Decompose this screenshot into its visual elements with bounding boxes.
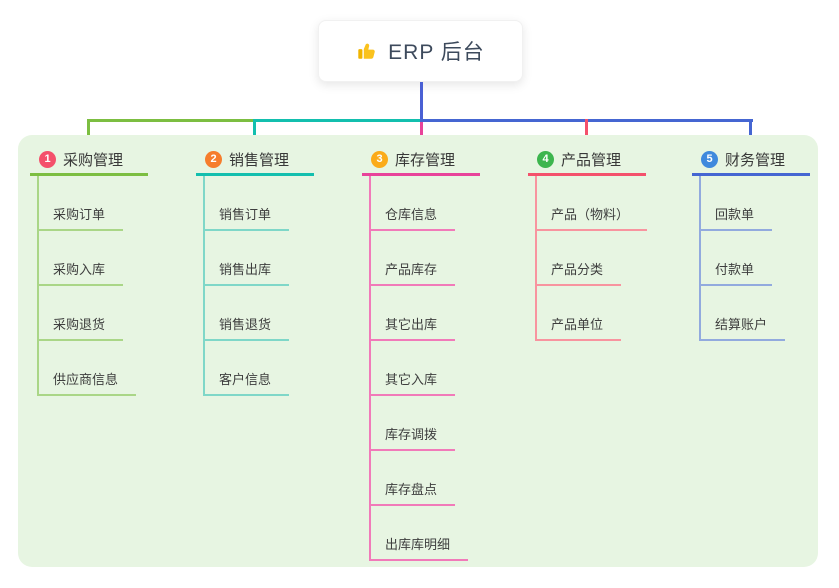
child-label: 采购退货 [53,317,106,332]
branch-children: 仓库信息 产品库存 其它出库 其它入库 库存调拨 库存盘点 出库库明细 [362,176,532,561]
child-node[interactable]: 回款单 [699,176,773,231]
child-label: 产品库存 [385,262,438,277]
child-node[interactable]: 供应商信息 [37,341,137,396]
child-label: 采购入库 [53,262,106,277]
child-label: 供应商信息 [53,372,119,387]
branch-number-badge: 5 [701,151,718,168]
branch-label: 采购管理 [63,152,124,169]
branch-node[interactable]: 3 库存管理 [362,146,480,176]
branch-number-badge: 3 [371,151,388,168]
thumbs-up-icon [356,40,378,62]
child-label: 库存调拨 [385,427,438,442]
child-node[interactable]: 产品（物料） [535,176,648,231]
bus-line-branch1 [88,119,255,122]
child-label: 销售退货 [219,317,272,332]
child-node[interactable]: 库存盘点 [369,451,456,506]
drop-line-branch1 [87,119,90,146]
connector-spine [37,176,39,396]
child-node[interactable]: 销售订单 [203,176,290,231]
branch-label: 库存管理 [395,152,456,169]
child-label: 客户信息 [219,372,272,387]
branch-children: 销售订单 销售出库 销售退货 客户信息 [196,176,366,396]
branch-number-badge: 4 [537,151,554,168]
child-label: 销售出库 [219,262,272,277]
drop-line-branch3 [420,122,423,146]
child-node[interactable]: 采购退货 [37,286,124,341]
child-label: 产品（物料） [551,207,630,222]
child-node[interactable]: 出库库明细 [369,506,469,561]
child-label: 仓库信息 [385,207,438,222]
branch-column-purchase: 1 采购管理 采购订单 采购入库 采购退货 供应商信息 [30,146,200,396]
child-node[interactable]: 产品单位 [535,286,622,341]
drop-line-branch4 [585,119,588,146]
branch-number-badge: 1 [39,151,56,168]
child-label: 销售订单 [219,207,272,222]
child-label: 采购订单 [53,207,106,222]
branch-number-badge: 2 [205,151,222,168]
branch-column-product: 4 产品管理 产品（物料） 产品分类 产品单位 [528,146,698,341]
child-label: 付款单 [715,262,755,277]
connector-spine [535,176,537,341]
branch-children: 产品（物料） 产品分类 产品单位 [528,176,698,341]
drop-line-branch2 [253,119,256,146]
branch-label: 财务管理 [725,152,786,169]
branch-column-finance: 5 财务管理 回款单 付款单 结算账户 [692,146,839,341]
child-node[interactable]: 库存调拨 [369,396,456,451]
branch-children: 回款单 付款单 结算账户 [692,176,839,341]
child-label: 结算账户 [715,317,768,332]
connector-spine [203,176,205,396]
branch-column-sales: 2 销售管理 销售订单 销售出库 销售退货 客户信息 [196,146,366,396]
connector-spine [369,176,371,561]
branch-node[interactable]: 2 销售管理 [196,146,314,176]
child-node[interactable]: 产品库存 [369,231,456,286]
branch-node[interactable]: 1 采购管理 [30,146,148,176]
branch-label: 销售管理 [229,152,290,169]
child-label: 其它出库 [385,317,438,332]
child-label: 库存盘点 [385,482,438,497]
child-node[interactable]: 销售退货 [203,286,290,341]
child-node[interactable]: 采购订单 [37,176,124,231]
child-node[interactable]: 仓库信息 [369,176,456,231]
root-node-label: ERP 后台 [388,41,485,64]
child-label: 回款单 [715,207,755,222]
bus-line-branch2 [254,119,421,122]
branch-node[interactable]: 4 产品管理 [528,146,646,176]
drop-line-branch5 [749,119,752,146]
root-node[interactable]: ERP 后台 [318,20,523,82]
branch-column-inventory: 3 库存管理 仓库信息 产品库存 其它出库 其它入库 库存调拨 库存盘点 出库库… [362,146,532,561]
child-node[interactable]: 付款单 [699,231,773,286]
child-node[interactable]: 结算账户 [699,286,786,341]
branch-label: 产品管理 [561,152,622,169]
child-node[interactable]: 其它出库 [369,286,456,341]
child-label: 产品分类 [551,262,604,277]
root-connector-line [420,82,423,121]
child-node[interactable]: 其它入库 [369,341,456,396]
child-node[interactable]: 客户信息 [203,341,290,396]
child-node[interactable]: 销售出库 [203,231,290,286]
child-label: 其它入库 [385,372,438,387]
branch-children: 采购订单 采购入库 采购退货 供应商信息 [30,176,200,396]
connector-spine [699,176,701,341]
child-node[interactable]: 产品分类 [535,231,622,286]
child-label: 产品单位 [551,317,604,332]
branch-node[interactable]: 5 财务管理 [692,146,810,176]
child-node[interactable]: 采购入库 [37,231,124,286]
branches-panel [18,135,818,567]
child-label: 出库库明细 [385,537,451,552]
